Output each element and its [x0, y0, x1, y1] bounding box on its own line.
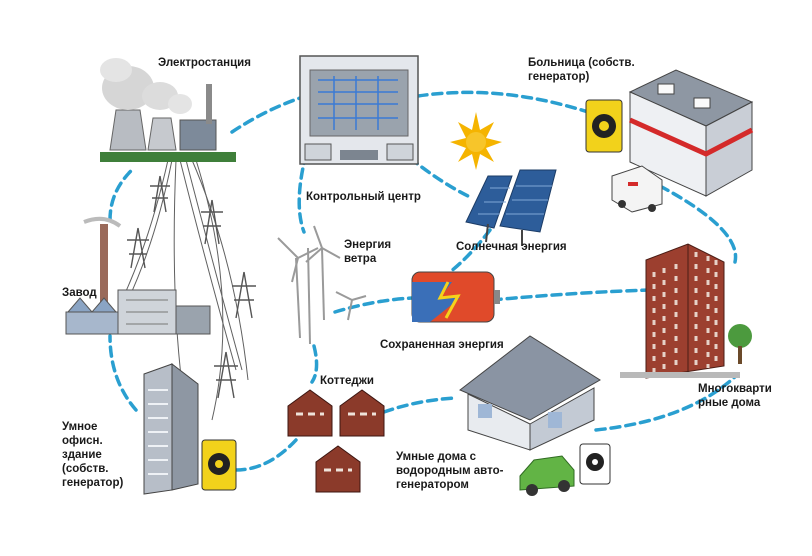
- power-tower-icon: [127, 175, 256, 399]
- label-smart-homes: Умные дома с водородным авто- генераторо…: [396, 451, 504, 491]
- link-hospital-apartments: [658, 184, 738, 264]
- link-control-wind: [297, 138, 312, 234]
- label-wind: Энергия ветра: [344, 239, 392, 265]
- wind-turbine-icon: [277, 225, 367, 345]
- label-control-center: Контрольный центр: [306, 191, 421, 203]
- link-factory-power: [108, 166, 136, 222]
- battery-icon: [411, 271, 500, 323]
- label-apartments: Многокварти рные дома: [698, 383, 772, 409]
- office-tower-icon: [143, 362, 237, 495]
- label-cottages: Коттеджи: [320, 375, 374, 387]
- sun-icon: [450, 112, 502, 170]
- link-storage-apartments: [490, 288, 654, 302]
- cottage-icon: [287, 389, 385, 493]
- link-wind-cottages: [310, 344, 319, 384]
- apartment-icon: [620, 243, 752, 379]
- link-cottages-smart-house: [382, 396, 458, 414]
- label-smart-office: Умное офисн. здание (собств. генератор): [62, 421, 124, 489]
- network-links: [108, 90, 740, 472]
- control-room-icon: [299, 55, 419, 165]
- factory-icon: [65, 216, 211, 335]
- hospital-icon: [628, 69, 754, 197]
- generator-badge-icon: [585, 99, 623, 153]
- label-storage: Сохраненная энергия: [380, 339, 504, 351]
- label-solar: Солнечная энергия: [456, 241, 567, 253]
- ambulance-icon: [611, 165, 663, 213]
- link-power-control: [230, 96, 302, 134]
- power-plant-icon: [100, 58, 236, 162]
- link-office-factory: [108, 334, 138, 412]
- link-control-hospital: [416, 90, 590, 114]
- link-wind-storage: [333, 296, 414, 314]
- label-power-station: Электростанция: [158, 57, 251, 69]
- solar-panel-icon: [465, 169, 557, 246]
- car-icon: [519, 443, 611, 496]
- house-icon: [459, 335, 601, 451]
- label-factory: Завод: [62, 287, 97, 299]
- link-office-cottages: [234, 438, 298, 472]
- label-hospital: Больница (собств. генератор): [528, 57, 635, 83]
- link-smarthouse-apartments: [594, 372, 740, 432]
